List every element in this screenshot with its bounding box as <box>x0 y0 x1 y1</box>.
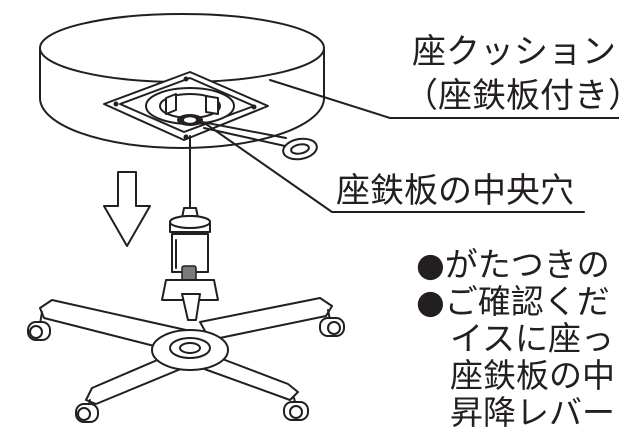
five-star-base <box>39 293 333 405</box>
seat-cushion-sublabel: （座鉄板付き） <box>404 76 619 116</box>
caster-right <box>319 309 345 337</box>
leader-line-seat <box>269 79 619 119</box>
center-hole-label: 座鉄板の中央穴 <box>336 171 574 211</box>
down-arrow-icon <box>103 171 151 247</box>
note-line-2: ●ご確認くだ <box>416 282 610 321</box>
caster-bottom-right <box>283 397 309 421</box>
height-lever <box>201 121 318 161</box>
note-line-4: 座鉄板の中 <box>450 356 615 395</box>
leader-line-hole <box>205 123 585 213</box>
seat-cushion-label: 座クッション <box>412 32 616 72</box>
gas-cylinder <box>161 135 219 301</box>
caster-bottom-left <box>75 399 99 423</box>
note-line-1: ●がたつきの <box>416 245 610 284</box>
note-line-5: 昇降レバー <box>450 393 615 430</box>
notes-block: ●がたつきの ●ご確認くだ イスに座っ 座鉄板の中 昇降レバー <box>416 245 615 430</box>
note-line-3: イスに座っ <box>450 319 614 358</box>
seat-iron-plate <box>103 71 269 141</box>
center-hole <box>177 114 203 126</box>
caster-left <box>27 311 51 341</box>
